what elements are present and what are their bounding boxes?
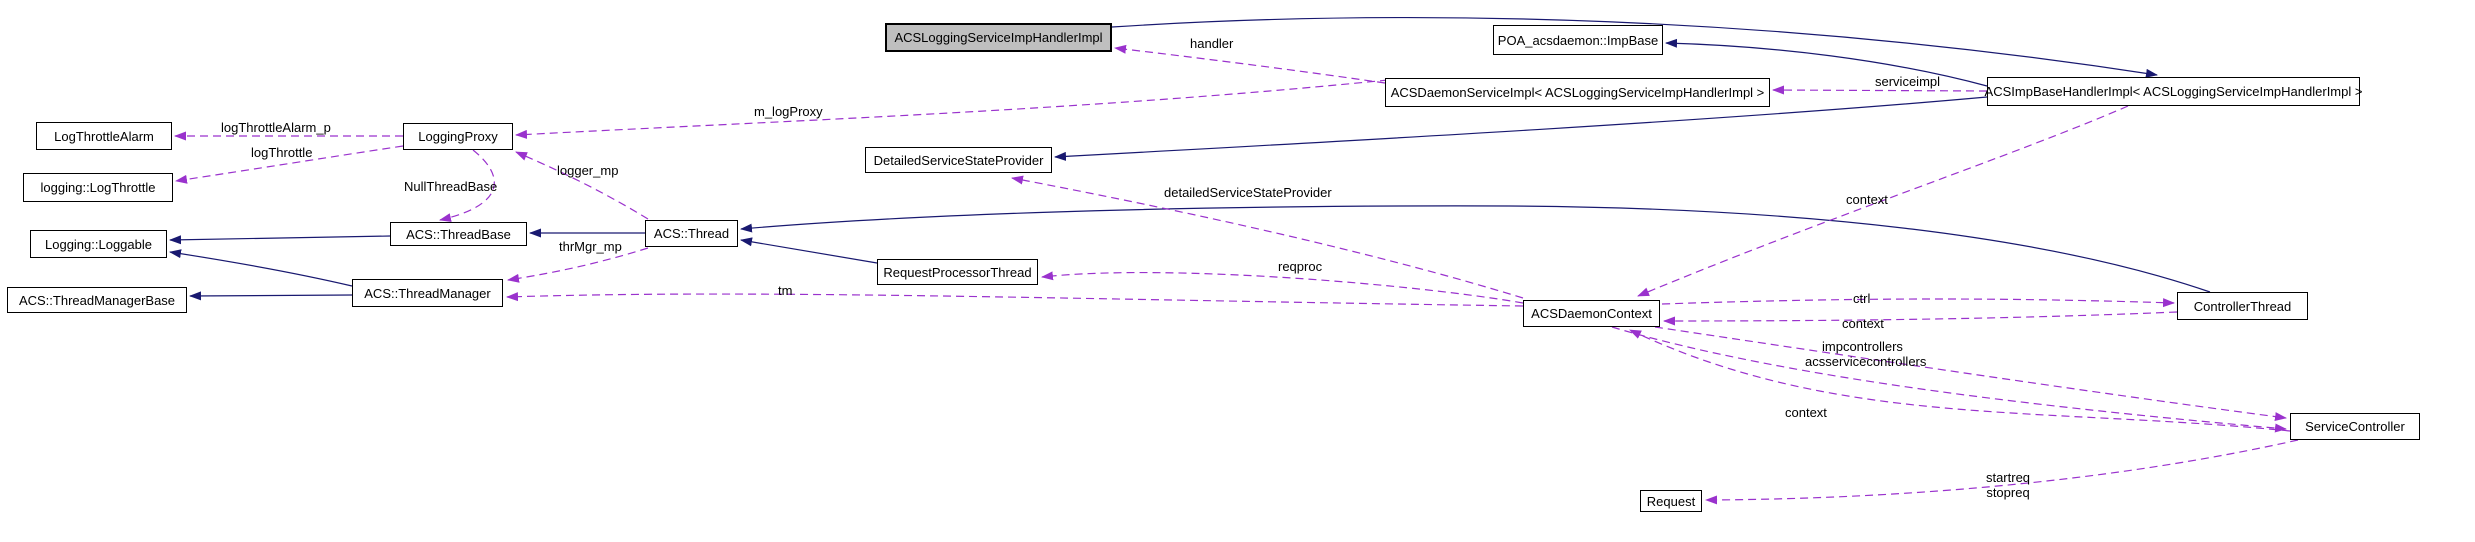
class-node-acs-threadmanager[interactable]: ACS::ThreadManager bbox=[352, 279, 503, 307]
inheritance-edge-impbasehandler-to-poa bbox=[1665, 38, 1988, 87]
usage-edge-context-lower bbox=[1629, 329, 2291, 432]
edge-label-context-lower: context bbox=[1785, 405, 1827, 420]
class-node-acsdaemonserviceimpl[interactable]: ACSDaemonServiceImpl< ACSLoggingServiceI… bbox=[1385, 78, 1770, 107]
class-node-detailedservicestateprovider[interactable]: DetailedServiceStateProvider bbox=[865, 147, 1052, 173]
usage-edge-logthrottle bbox=[175, 145, 404, 184]
inheritance-edge-threadmanager-to-threadmanagerbase bbox=[189, 291, 353, 301]
class-node-controllerthread[interactable]: ControllerThread bbox=[2177, 292, 2308, 320]
edge-label-reqproc: reqproc bbox=[1278, 259, 1323, 274]
class-node-logging-logthrottle[interactable]: logging::LogThrottle bbox=[23, 173, 173, 202]
edge-label-logger-mp: logger_mp bbox=[557, 163, 619, 178]
class-node-acsdaemoncontext[interactable]: ACSDaemonContext bbox=[1523, 300, 1660, 327]
edge-label-tm: tm bbox=[778, 283, 793, 298]
class-node-acsimpbasehandlerimpl[interactable]: ACSImpBaseHandlerImpl< ACSLoggingService… bbox=[1985, 77, 2362, 106]
edge-label-serviceimpl: serviceimpl bbox=[1875, 74, 1941, 89]
class-node-logthrottlealarm[interactable]: LogThrottleAlarm bbox=[36, 122, 172, 150]
class-node-acs-threadmanagerbase[interactable]: ACS::ThreadManagerBase bbox=[7, 287, 187, 313]
usage-edge-loggermp bbox=[515, 151, 649, 220]
inheritance-edge-controllerthread-to-thread bbox=[740, 205, 2211, 293]
class-node-request[interactable]: Request bbox=[1640, 490, 1702, 512]
edge-label-acsservicecontrollers: acsservicecontrollers bbox=[1805, 354, 1927, 369]
edge-label-handler: handler bbox=[1190, 36, 1234, 51]
edge-label-startreq-stopreq: startreq stopreq bbox=[1968, 470, 2048, 500]
inheritance-edge-reqprocthread-to-thread bbox=[740, 237, 878, 264]
usage-edge-serviceimpl bbox=[1772, 85, 1988, 95]
class-node-loggingproxy[interactable]: LoggingProxy bbox=[403, 123, 513, 150]
class-node-acs-thread[interactable]: ACS::Thread bbox=[645, 220, 738, 247]
class-node-servicecontroller[interactable]: ServiceController bbox=[2290, 413, 2420, 440]
usage-edge-impcontrollers bbox=[1654, 326, 2287, 422]
usage-edge-ctrl bbox=[1661, 298, 2175, 308]
usage-edge-tm bbox=[506, 292, 1524, 307]
edge-label-context-upper: context bbox=[1846, 192, 1888, 207]
edge-label-ctrl: ctrl bbox=[1853, 291, 1871, 306]
class-node-acs-threadbase[interactable]: ACS::ThreadBase bbox=[390, 222, 527, 246]
inheritance-edge-main-to-impbasehandler bbox=[1111, 16, 2158, 78]
usage-edge-detailedssp bbox=[1011, 175, 1524, 299]
edge-label-logthrottlealarm-p: logThrottleAlarm_p bbox=[221, 120, 331, 135]
edge-label-context-mid: context bbox=[1842, 316, 1884, 331]
class-node-logging-loggable[interactable]: Logging::Loggable bbox=[30, 230, 167, 258]
usage-edge-context-mid bbox=[1663, 311, 2178, 326]
usage-edge-mlogproxy bbox=[515, 79, 1389, 139]
edge-label-impcontrollers: impcontrollers bbox=[1822, 339, 1903, 354]
inheritance-edge-threadmanager-to-loggable bbox=[169, 249, 353, 287]
edge-label-m-logproxy: m_logProxy bbox=[754, 104, 823, 119]
edge-label-detailedservicestateprovider: detailedServiceStateProvider bbox=[1164, 185, 1332, 200]
usage-edge-context-upper bbox=[1637, 105, 2129, 297]
usage-edge-handler bbox=[1114, 44, 1386, 84]
edge-label-nullthreadbase: NullThreadBase bbox=[404, 179, 498, 194]
class-node-poa-acsdaemon-impbase[interactable]: POA_acsdaemon::ImpBase bbox=[1493, 25, 1663, 55]
inheritance-edge-impbasehandler-to-detailedssp bbox=[1054, 96, 1988, 161]
inheritance-edge-threadbase-to-loggable bbox=[169, 235, 391, 245]
usage-edge-startreq-stopreq bbox=[1705, 439, 2299, 505]
usage-edge-thrmgrmp bbox=[507, 247, 649, 283]
usage-edge-reqproc bbox=[1041, 271, 1524, 304]
class-node-requestprocessorthread[interactable]: RequestProcessorThread bbox=[877, 259, 1038, 285]
edge-label-startreq: startreq bbox=[1985, 470, 2031, 485]
usage-edge-acsservicecontrollers bbox=[1611, 326, 2287, 433]
class-node-acsloggingserviceimphandlerimpl[interactable]: ACSLoggingServiceImpHandlerImpl bbox=[885, 23, 1112, 52]
usage-edge-nullthreadbase bbox=[439, 149, 495, 222]
edge-label-logthrottle: logThrottle bbox=[251, 145, 313, 160]
edge-label-thrmgr-mp: thrMgr_mp bbox=[559, 239, 622, 254]
edge-label-stopreq: stopreq bbox=[1986, 485, 2030, 500]
